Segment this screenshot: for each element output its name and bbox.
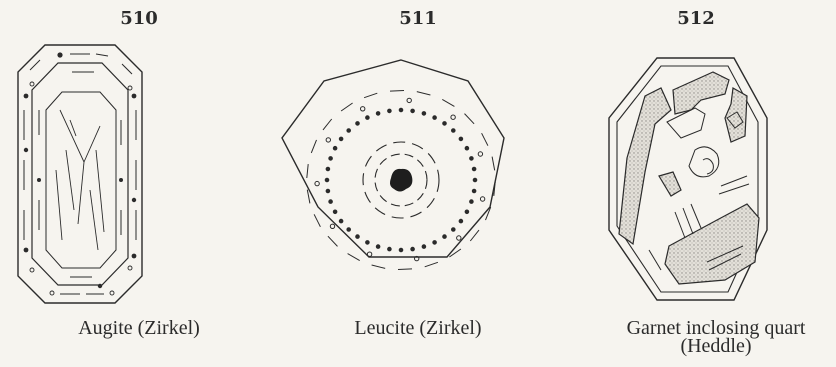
leucite-dot: [433, 116, 437, 120]
figure-510: 510: [0, 0, 278, 367]
leucite-dot: [347, 129, 351, 133]
leucite-dot: [470, 157, 474, 161]
augite-core-cracks: [56, 110, 104, 250]
leucite-dot: [465, 210, 469, 214]
leucite-dot: [411, 109, 415, 113]
augite-crystal-drawing: [0, 0, 278, 367]
leucite-small-circle: [451, 115, 455, 119]
leucite-dash: [364, 93, 377, 98]
leucite-dot: [325, 178, 329, 182]
leucite-small-circle: [326, 138, 330, 142]
leucite-dot: [329, 200, 333, 204]
leucite-dot: [366, 241, 370, 245]
leucite-dot: [459, 219, 463, 223]
leucite-dot: [472, 189, 476, 193]
leucite-dot: [422, 112, 426, 116]
quartz-region-top: [673, 72, 729, 114]
leucite-dot: [333, 146, 337, 150]
leucite-dot: [376, 245, 380, 249]
leucite-dash: [314, 214, 320, 227]
leucite-dot: [326, 167, 330, 171]
quartz-region-left: [619, 88, 671, 244]
quartz-region-right-top: [725, 88, 747, 142]
leucite-dot: [399, 108, 403, 112]
leucite-dot: [339, 219, 343, 223]
leucite-dot: [459, 137, 463, 141]
leucite-dash: [328, 236, 338, 246]
leucite-small-circle: [361, 107, 365, 111]
leucite-dot: [472, 167, 476, 171]
leucite-dash: [442, 99, 454, 106]
leucite-dash: [482, 133, 488, 146]
leucite-dot: [452, 129, 456, 133]
leucite-dash: [492, 157, 495, 171]
quartz-region-small: [659, 172, 681, 196]
leucite-dash: [465, 114, 475, 124]
leucite-dash: [417, 92, 431, 95]
leucite-small-circle: [478, 152, 482, 156]
leucite-dash: [398, 269, 412, 270]
leucite-dot: [443, 122, 447, 126]
leucite-small-circle: [315, 181, 319, 185]
leucite-dot: [465, 146, 469, 150]
leucite-dot: [356, 122, 360, 126]
augite-inclusion-dashes: [24, 54, 136, 294]
leucite-dash: [470, 230, 479, 241]
leucite-dot: [356, 235, 360, 239]
augite-outer-outline: [18, 45, 142, 303]
leucite-dot: [388, 247, 392, 251]
leucite-dot: [399, 248, 403, 252]
leucite-dash: [341, 103, 353, 111]
garnet-crystal-drawing: [557, 0, 835, 367]
garnet-quartz-regions: [619, 72, 759, 284]
figure-512: 512: [557, 0, 835, 367]
leucite-small-circle: [480, 197, 484, 201]
leucite-dot: [329, 157, 333, 161]
leucite-dot: [422, 245, 426, 249]
leucite-dot: [388, 109, 392, 113]
leucite-central-inclusion: [390, 169, 412, 192]
leucite-dot: [333, 210, 337, 214]
leucite-small-circle: [407, 98, 411, 102]
leucite-dot: [366, 116, 370, 120]
leucite-dash: [307, 164, 308, 178]
leucite-dash: [311, 140, 316, 153]
figure-caption: Augite (Zirkel): [0, 318, 278, 338]
leucite-small-circle: [457, 236, 461, 240]
leucite-dot: [339, 137, 343, 141]
leucite-crystal-drawing: [279, 0, 557, 367]
figure-caption-line2: (Heddle): [577, 336, 836, 356]
leucite-dot: [443, 235, 447, 239]
augite-dark-inclusions: [24, 52, 137, 288]
leucite-dot: [347, 228, 351, 232]
leucite-dot: [326, 189, 330, 193]
leucite-dash: [323, 119, 332, 130]
figure-caption: Leucite (Zirkel): [279, 318, 557, 338]
leucite-dot: [376, 112, 380, 116]
leucite-small-circle: [330, 224, 334, 228]
leucite-small-circle: [367, 252, 371, 256]
leucite-dot: [411, 247, 415, 251]
leucite-dot: [433, 241, 437, 245]
leucite-dot: [473, 178, 477, 182]
leucite-dash: [372, 265, 386, 268]
leucite-dash: [348, 254, 360, 261]
leucite-dot: [452, 228, 456, 232]
figure-511: 511 Leucite (Zirkel): [279, 0, 557, 367]
leucite-dash: [425, 262, 438, 267]
leucite-dot: [470, 200, 474, 204]
leucite-dash: [390, 91, 404, 92]
quartz-region-bottom: [665, 204, 759, 284]
